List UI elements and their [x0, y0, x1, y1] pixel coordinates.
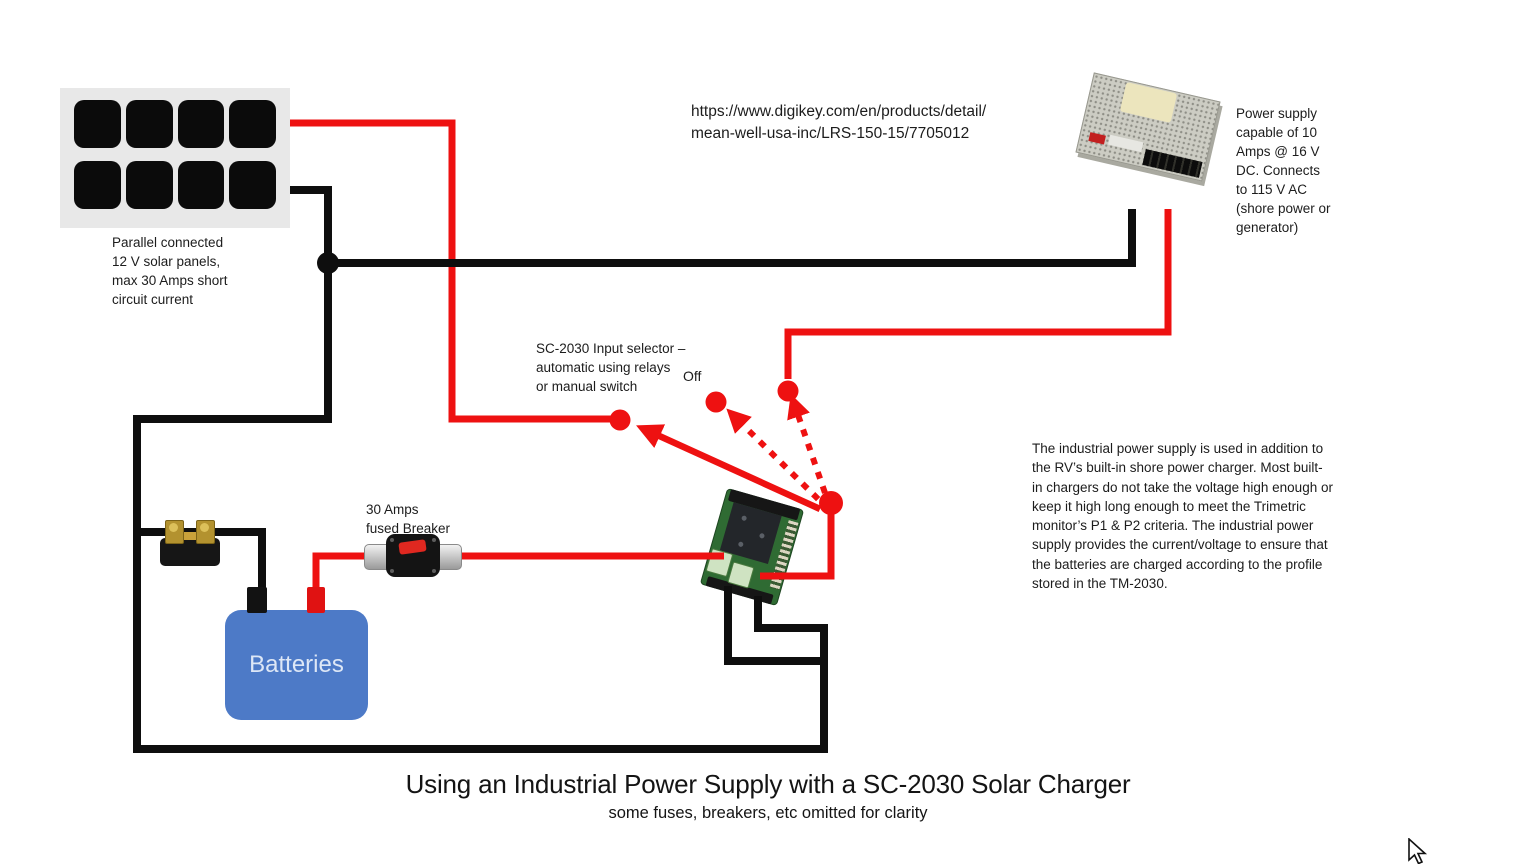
selector-dashed-arrow-psu — [787, 393, 828, 494]
red-wires — [290, 119, 1172, 592]
note-line: keep it high long enough to meet the Tri… — [1032, 498, 1306, 514]
note-line: supply provides the current/voltage to e… — [1032, 537, 1328, 553]
solar-panel-caption: Parallel connected 12 V solar panels, ma… — [112, 233, 228, 309]
solar-cell — [229, 100, 276, 148]
batteries-block: Batteries — [225, 610, 368, 720]
shunt-terminal — [165, 520, 184, 544]
selector-contacts — [609, 380, 843, 515]
input-selector-caption: SC-2030 Input selector – automatic using… — [536, 339, 685, 396]
solar-cell — [177, 100, 225, 148]
solar-cell — [74, 100, 121, 148]
note-line: The industrial power supply is used in a… — [1032, 441, 1324, 456]
black-wires — [133, 186, 1136, 753]
wire-solar-positive — [290, 119, 612, 423]
diagram-subtitle: some fuses, breakers, etc omitted for cl… — [608, 804, 928, 822]
note-line: the batteries are charged according to t… — [1032, 556, 1323, 572]
fused-breaker — [364, 534, 462, 578]
digikey-url-line: mean-well-usa-inc/LRS-150-15/7705012 — [691, 125, 970, 142]
solar-caption-line: Parallel connected — [112, 235, 224, 250]
digikey-url: https://www.digikey.com/en/products/deta… — [691, 101, 986, 145]
note-line: the RV’s built-in shore power charger. M… — [1032, 460, 1323, 476]
solar-cell — [74, 161, 121, 209]
wire-battery-positive — [312, 552, 724, 592]
solar-cell — [177, 161, 225, 209]
solar-cell — [125, 100, 173, 148]
selector-contact-solar — [609, 409, 631, 431]
selector-contact-off — [705, 391, 727, 413]
shunt — [160, 520, 220, 566]
note-line: monitor’s P1 & P2 criteria. The industri… — [1032, 518, 1314, 534]
digikey-url-line: https://www.digikey.com/en/products/deta… — [691, 103, 987, 120]
selector-arrows — [636, 393, 828, 512]
psu-caption-line: Amps @ 16 V — [1236, 144, 1320, 159]
breaker-caption: 30 Amps fused Breaker — [366, 500, 450, 538]
psu-caption-line: Power supply — [1236, 106, 1318, 121]
off-position-label: Off — [683, 368, 702, 384]
solar-caption-line: 12 V solar panels, — [112, 254, 221, 269]
solar-cell — [229, 161, 276, 209]
note-line: in chargers do not take the voltage high… — [1032, 479, 1333, 495]
psu-caption-line: (shore power or — [1236, 201, 1331, 216]
junction-dot — [317, 252, 339, 274]
psu-caption-line: generator) — [1236, 220, 1299, 235]
wire-negative-loop — [133, 186, 828, 753]
selector-arm-solid-arrow — [636, 424, 822, 512]
power-supply-caption: Power supply capable of 10 Amps @ 16 V D… — [1236, 104, 1331, 237]
breaker-reset-lever — [398, 539, 427, 555]
selector-caption-line: SC-2030 Input selector – — [536, 341, 686, 356]
psu-caption-line: capable of 10 — [1236, 125, 1318, 140]
battery-negative-terminal — [247, 587, 267, 613]
batteries-label: Batteries — [249, 651, 344, 678]
wire-psu-positive — [784, 209, 1172, 379]
solar-cell — [125, 161, 173, 209]
psu-caption-line: to 115 V AC — [1236, 182, 1308, 197]
psu-caption-line: DC. Connects — [1236, 163, 1321, 178]
selector-dashed-arrow-off — [726, 408, 821, 502]
diagram-title: Using an Industrial Power Supply with a … — [405, 769, 1131, 799]
solar-cells — [60, 88, 290, 225]
selector-caption-line: or manual switch — [536, 379, 638, 394]
wire-psu-negative — [328, 209, 1136, 267]
battery-positive-terminal — [307, 587, 325, 613]
solar-panel — [60, 88, 290, 228]
note-line: stored in the TM-2030. — [1032, 576, 1168, 592]
breaker-body — [386, 534, 440, 577]
wire-board-negative-2 — [724, 586, 824, 665]
wire-selector-pole — [760, 504, 835, 580]
selector-caption-line: automatic using relays — [536, 360, 671, 375]
shunt-bar — [180, 532, 198, 540]
breaker-caption-line: fused Breaker — [366, 521, 451, 536]
shunt-terminal — [196, 520, 215, 544]
solar-caption-line: max 30 Amps short — [112, 273, 228, 288]
breaker-caption-line: 30 Amps — [366, 502, 419, 517]
mouse-cursor-icon — [1408, 838, 1428, 864]
selector-contact-psu — [777, 380, 799, 402]
selector-pole — [819, 491, 843, 515]
solar-caption-line: circuit current — [112, 292, 194, 307]
industrial-supply-note: The industrial power supply is used in a… — [1032, 439, 1333, 593]
wire-board-negative-1 — [754, 596, 828, 660]
